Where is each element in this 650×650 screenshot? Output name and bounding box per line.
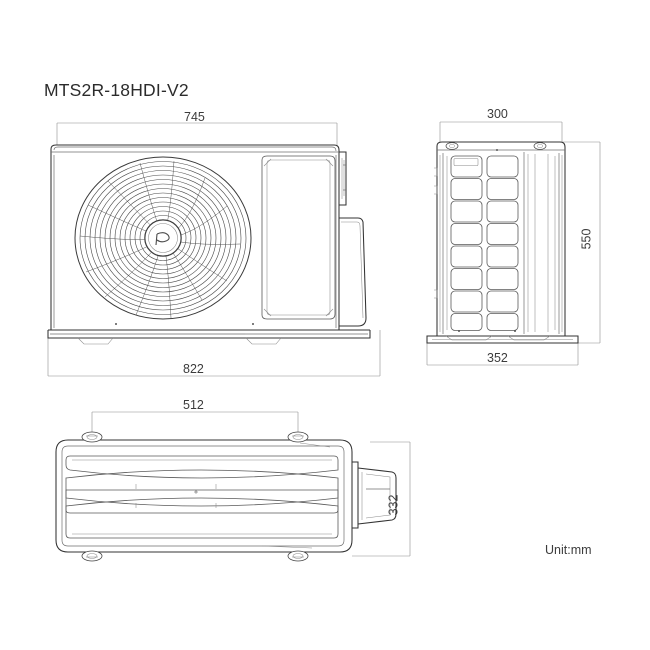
dimension-332 [352,441,411,557]
dimension-300 [439,121,563,142]
front-valve-cover [339,151,367,327]
top-surface-details [194,442,331,549]
side-grille-panel [450,155,519,331]
side-base-plate [426,335,579,344]
dimension-label-top-depth: 332 [386,494,401,516]
top-view-center-mark: 8 [188,494,193,503]
unit-note: Unit:mm [545,543,592,557]
dimension-512 [91,411,299,434]
top-mounting-feet [81,431,309,562]
dimension-label-front-top-width: 745 [184,110,205,124]
brand-logo-icon [155,232,170,246]
dimension-label-top-mount-span: 512 [183,398,204,412]
front-cabinet-body [50,144,340,331]
dimension-745 [56,122,338,147]
side-top-mounts [445,142,547,151]
top-louver-bands [65,455,339,539]
dimension-label-side-bottom-depth: 352 [487,351,508,365]
side-right-column [523,152,549,334]
dimension-822 [47,330,381,377]
page-title: MTS2R-18HDI-V2 [44,80,189,100]
side-cabinet-body [436,141,566,337]
dimension-label-front-bottom-width: 822 [183,362,204,376]
dimension-label-side-height: 550 [579,228,594,250]
side-left-fittings [434,167,516,332]
dimension-label-side-top-depth: 300 [487,107,508,121]
fan-grille-icon [74,156,252,320]
front-access-panel [261,155,336,320]
top-cabinet-body [55,439,353,553]
front-base-plate [47,323,371,345]
